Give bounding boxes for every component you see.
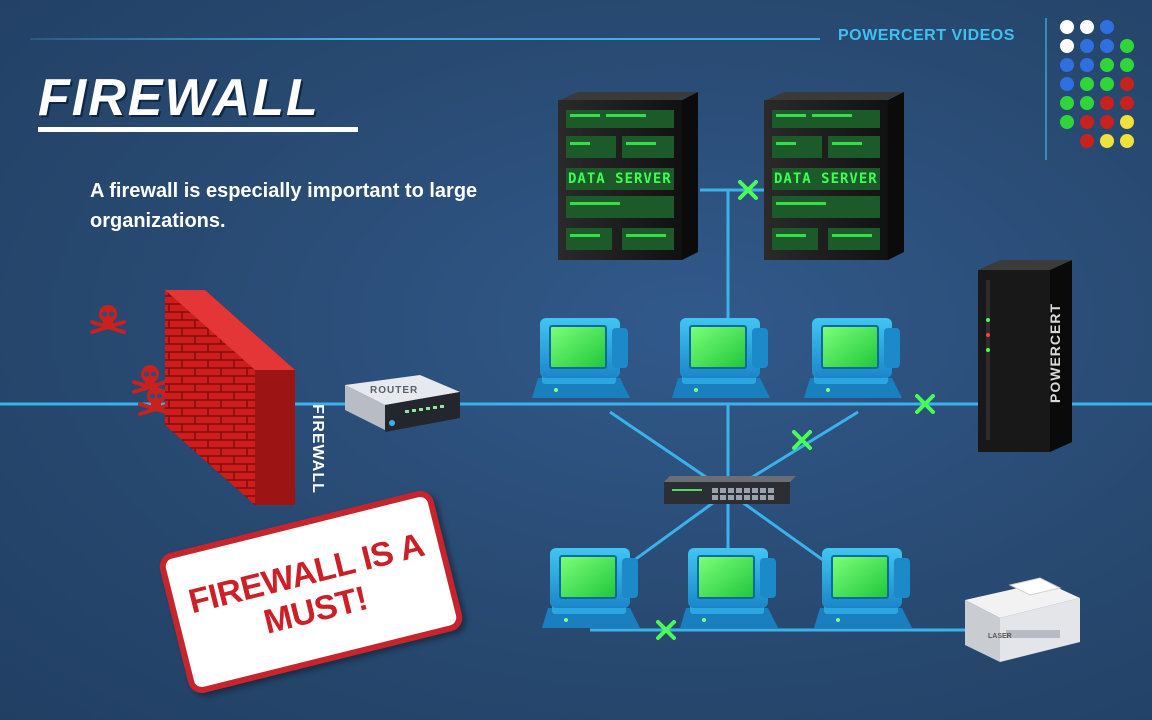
skull-crossbones-icon [90, 303, 126, 334]
logo-dot [1080, 96, 1094, 110]
brick-wall-icon [165, 290, 295, 505]
desktop-computer-icon [803, 317, 903, 399]
desktop-computer-icon [679, 547, 779, 629]
logo-dot [1120, 39, 1134, 53]
logo-dot [1080, 39, 1094, 53]
logo-dot [1120, 77, 1134, 91]
logo-dot [1120, 134, 1134, 148]
logo-dot [1080, 20, 1094, 34]
logo-dot [1060, 115, 1074, 129]
logo-dot [1060, 58, 1074, 72]
logo-dot [1080, 58, 1094, 72]
server-label: DATA SERVER [568, 171, 672, 187]
vertical-divider [1045, 18, 1047, 160]
tower-server-icon [978, 260, 1072, 452]
laser-printer-icon [965, 577, 1080, 662]
server-rack-icon [558, 92, 698, 260]
network-switch-icon [664, 476, 796, 504]
desktop-computer-icon [531, 317, 631, 399]
dot-grid-logo [1060, 20, 1134, 148]
logo-dot [1120, 96, 1134, 110]
logo-dot [1100, 58, 1114, 72]
skull-crossbones-icon [132, 363, 168, 394]
router-icon [345, 375, 460, 432]
tower-label: POWERCERT [1047, 303, 1063, 403]
logo-dot [1100, 77, 1114, 91]
firewall-label: FIREWALL [309, 404, 326, 494]
logo-dot [1100, 115, 1114, 129]
logo-dot [1120, 115, 1134, 129]
logo-dot [1080, 77, 1094, 91]
logo-dot [1100, 134, 1114, 148]
logo-dot [1080, 134, 1094, 148]
logo-dot [1060, 39, 1074, 53]
title-underline [38, 127, 358, 132]
top-divider [30, 38, 820, 40]
desktop-computer-icon [813, 547, 913, 629]
server-rack-icon [764, 92, 904, 260]
printer-label: LASER [988, 633, 1012, 640]
subtitle: A firewall is especially important to la… [90, 180, 478, 232]
router-label: ROUTER [370, 385, 419, 396]
desktop-computer-icon [541, 547, 641, 629]
brand-label: POWERCERT VIDEOS [838, 27, 1015, 44]
logo-dot [1080, 115, 1094, 129]
stamp-text: FIREWALL IS A MUST! [184, 525, 428, 642]
logo-dot [1120, 58, 1134, 72]
page-title: FIREWALL [38, 69, 320, 127]
logo-dot [1060, 77, 1074, 91]
desktop-computer-icon [671, 317, 771, 399]
logo-dot [1060, 96, 1074, 110]
logo-dot [1100, 20, 1114, 34]
logo-dot [1100, 39, 1114, 53]
server-label: DATA SERVER [774, 171, 878, 187]
logo-dot [1100, 96, 1114, 110]
logo-dot [1060, 20, 1074, 34]
